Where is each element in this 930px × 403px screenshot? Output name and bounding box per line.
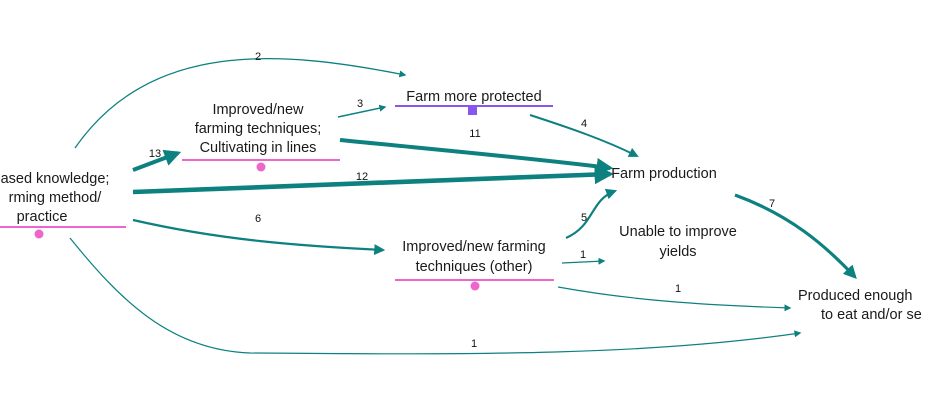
edge-label: 3 [357,98,363,110]
node-marker-dot [256,162,266,172]
node-label-line: yields [659,244,696,260]
node-marker-square [468,106,477,115]
node-label-line: rming method/ [9,190,103,206]
edge-technique-to-protected: 3 [337,98,387,118]
edge-label: 6 [255,213,261,225]
node-produced-enough[interactable]: Produced enough to eat and/or se [798,288,922,323]
node-marker-dot [34,229,44,239]
node-label-line: Improved/new farming [402,239,545,255]
edge-knowledge-to-protected: 2 [74,51,407,149]
edge-protected-to-production: 4 [529,114,639,157]
edge-technique-to-production: 11 [339,128,614,175]
node-unable-to-improve[interactable]: Unable to improve yields [619,224,737,260]
node-farm-production[interactable]: Farm production [611,166,717,182]
edge-production-to-enough: 7 [734,193,857,279]
node-label-line: Produced enough [798,288,913,304]
edge-label: 11 [469,128,480,140]
node-label-line: ased knowledge; [1,171,110,187]
node-label-line: Unable to improve [619,224,737,240]
edge-label: 2 [255,51,261,63]
edge-other-technique-to-enough: 1 [557,283,792,312]
edge-knowledge-to-production: 12 [132,164,614,195]
node-label-line: farming techniques; [195,121,322,137]
edge-label: 12 [356,171,368,183]
node-label-line: Improved/new [212,102,304,118]
node-label-line: Farm more protected [406,89,541,105]
node-other-techniques[interactable]: Improved/new farming techniques (other) [395,239,554,291]
edge-label: 7 [769,198,775,210]
edge-knowledge-to-enough: 1 [69,237,802,355]
edge-label: 1 [471,338,477,350]
edge-label: 13 [149,148,161,160]
node-label-line: Cultivating in lines [200,140,317,156]
edge-label: 4 [581,118,587,130]
node-label-line: techniques (other) [416,259,533,275]
edge-other-technique-to-unable: 1 [561,249,606,265]
node-label-line: to eat and/or se [821,307,922,323]
edge-other-technique-to-production: 5 [565,188,618,240]
edge-label: 1 [675,283,681,295]
edge-knowledge-to-technique: 13 [132,148,182,172]
node-increased-knowledge[interactable]: ased knowledge; rming method/ practice [0,171,126,239]
node-cultivating-in-lines[interactable]: Improved/new farming techniques; Cultiva… [182,102,340,172]
node-label-line: Farm production [611,166,717,182]
node-label-line: practice [17,209,68,225]
edge-label: 5 [581,212,587,224]
edge-knowledge-to-other-technique: 6 [132,213,386,256]
node-farm-more-protected[interactable]: Farm more protected [395,89,553,115]
edge-label: 1 [580,249,586,261]
node-marker-dot [470,281,480,291]
